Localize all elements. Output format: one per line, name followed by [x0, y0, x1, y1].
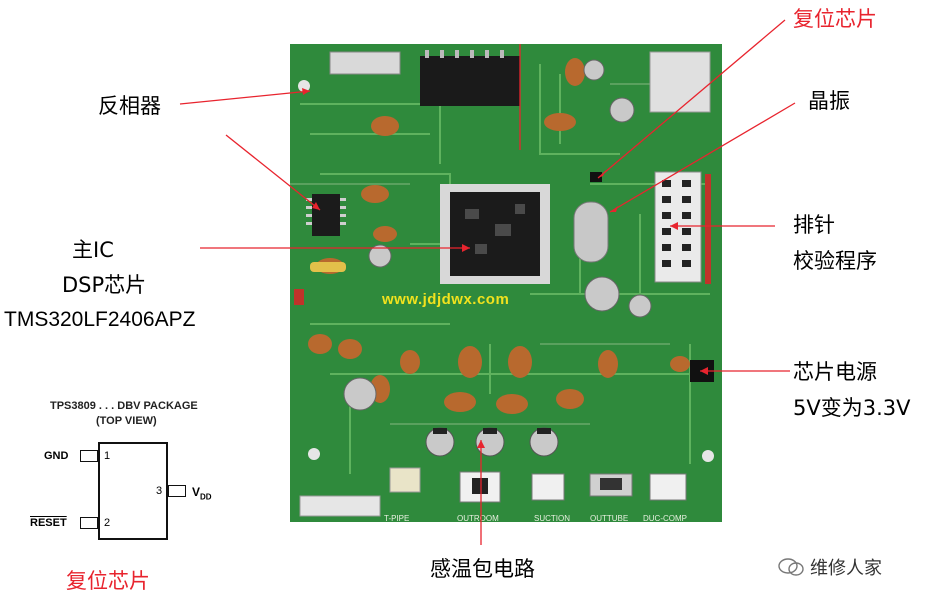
pin2-name: RESET — [30, 517, 67, 529]
silk-outroom: OUTROOM — [457, 514, 499, 523]
label-header-1: 排针 — [793, 213, 835, 237]
silk-outtube: OUTTUBE — [590, 514, 629, 523]
label-power-chip-2: 5V变为3.3V — [793, 396, 911, 420]
pin3-name: VDD — [192, 485, 212, 501]
label-temp-sensor: 感温包电路 — [430, 557, 535, 581]
label-header-2: 校验程序 — [793, 249, 877, 273]
package-title-2: (TOP VIEW) — [96, 415, 157, 427]
label-main-ic-3: TMS320LF2406APZ — [4, 308, 196, 331]
pcb-board-photo — [290, 44, 722, 522]
pin2-number: 2 — [104, 517, 111, 529]
brand-name: 维修人家 — [810, 558, 882, 579]
silk-duc-comp: DUC-COMP — [643, 514, 687, 523]
label-crystal: 晶振 — [808, 89, 850, 113]
label-main-ic-2: DSP芯片 — [62, 273, 147, 297]
pin3-pad — [168, 485, 186, 497]
brand-watermark: 维修人家 — [778, 554, 882, 580]
package-diagram: TPS3809 . . . DBV PACKAGE (TOP VIEW) GND… — [20, 400, 250, 560]
package-body — [98, 442, 168, 540]
label-main-ic-1: 主IC — [72, 238, 114, 262]
wechat-icon — [778, 558, 804, 576]
pin1-number: 1 — [104, 450, 111, 462]
pin1-name: GND — [44, 450, 69, 462]
label-reset-chip-top: 复位芯片 — [793, 7, 877, 31]
package-title-1: TPS3809 . . . DBV PACKAGE — [50, 400, 198, 412]
label-reset-chip-bottom: 复位芯片 — [66, 569, 150, 593]
silk-tpipe: T-PIPE — [384, 514, 410, 523]
silk-suction: SUCTION — [534, 514, 570, 523]
board-watermark: www.jdjdwx.com — [382, 291, 510, 308]
pin1-pad — [80, 450, 98, 462]
pin2-pad — [80, 517, 98, 529]
pin3-number: 3 — [156, 485, 163, 497]
pin3-name-main: V — [192, 485, 201, 499]
label-power-chip-1: 芯片电源 — [793, 360, 877, 384]
label-inverter: 反相器 — [98, 94, 161, 118]
pin3-name-sub: DD — [200, 492, 212, 502]
